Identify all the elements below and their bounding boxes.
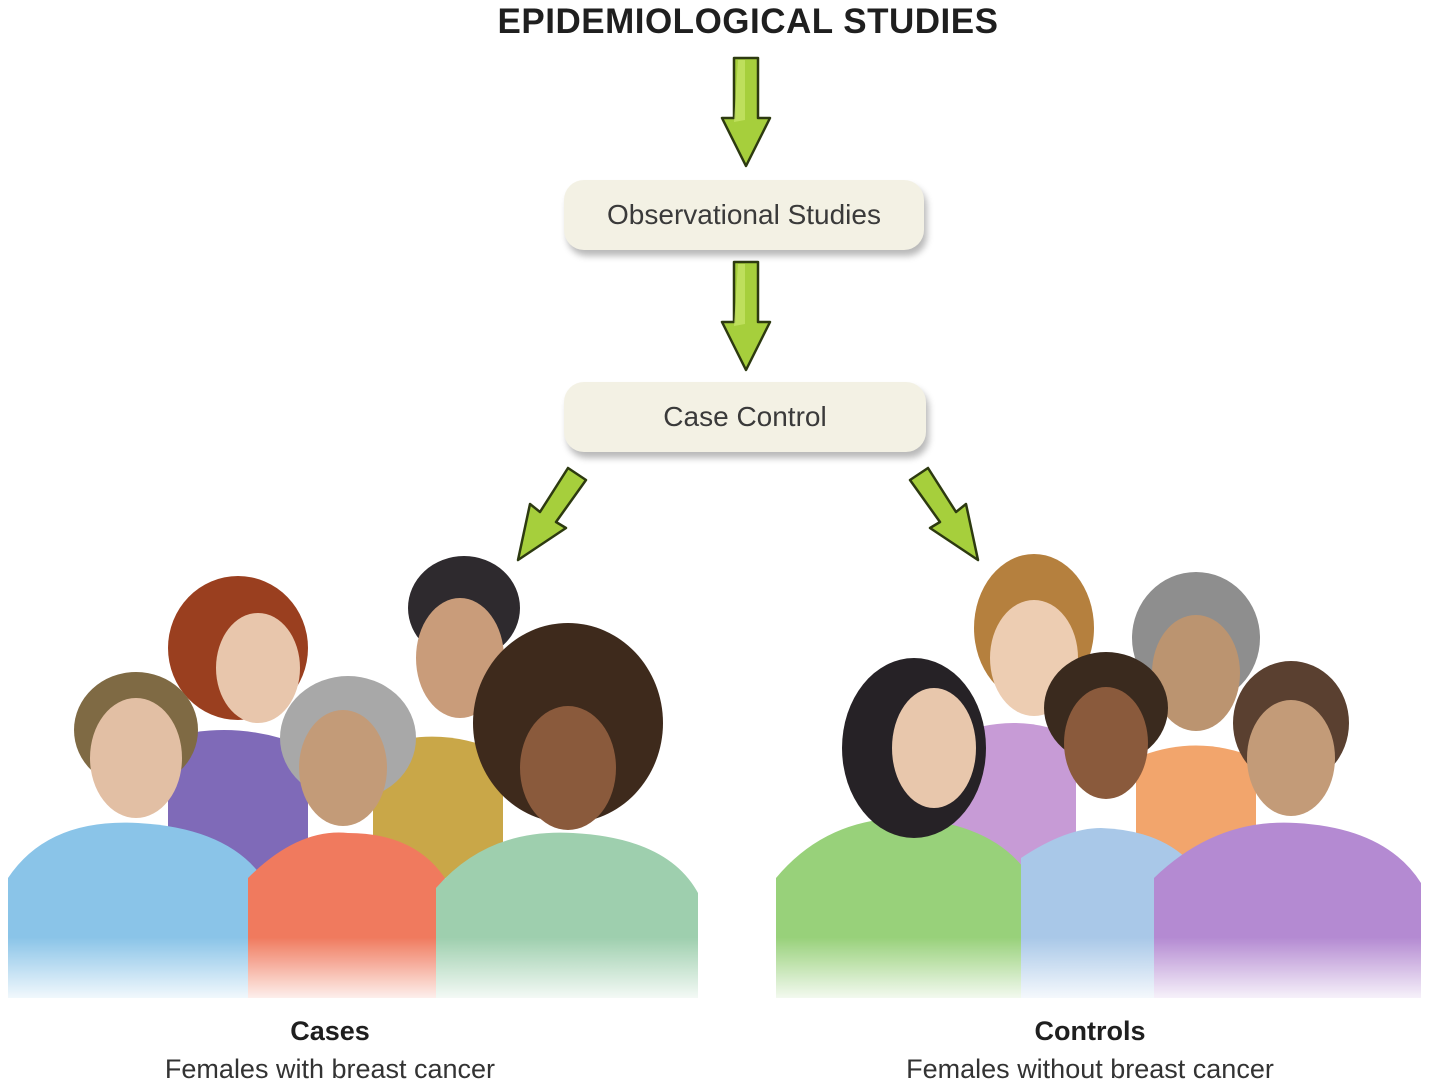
cases-illustration xyxy=(8,548,708,1006)
controls-illustration xyxy=(776,548,1432,1006)
case-control-label: Case Control xyxy=(663,401,827,432)
case-control-box: Case Control xyxy=(564,382,926,452)
controls-description: Females without breast cancer xyxy=(906,1054,1274,1084)
cases-caption: Cases Females with breast cancer xyxy=(0,1014,680,1088)
cases-label: Cases xyxy=(290,1016,370,1046)
controls-caption: Controls Females without breast cancer xyxy=(740,1014,1440,1088)
cases-description: Females with breast cancer xyxy=(164,1054,496,1084)
observational-studies-label: Observational Studies xyxy=(607,199,881,230)
controls-label: Controls xyxy=(1034,1016,1146,1046)
down-arrow-2 xyxy=(720,260,772,372)
diagram-title: EPIDEMIOLOGICAL STUDIES xyxy=(497,2,999,41)
right-branch-arrow xyxy=(908,466,980,562)
left-branch-arrow xyxy=(516,466,588,562)
down-arrow-1 xyxy=(720,56,772,168)
observational-studies-box: Observational Studies xyxy=(564,180,924,250)
